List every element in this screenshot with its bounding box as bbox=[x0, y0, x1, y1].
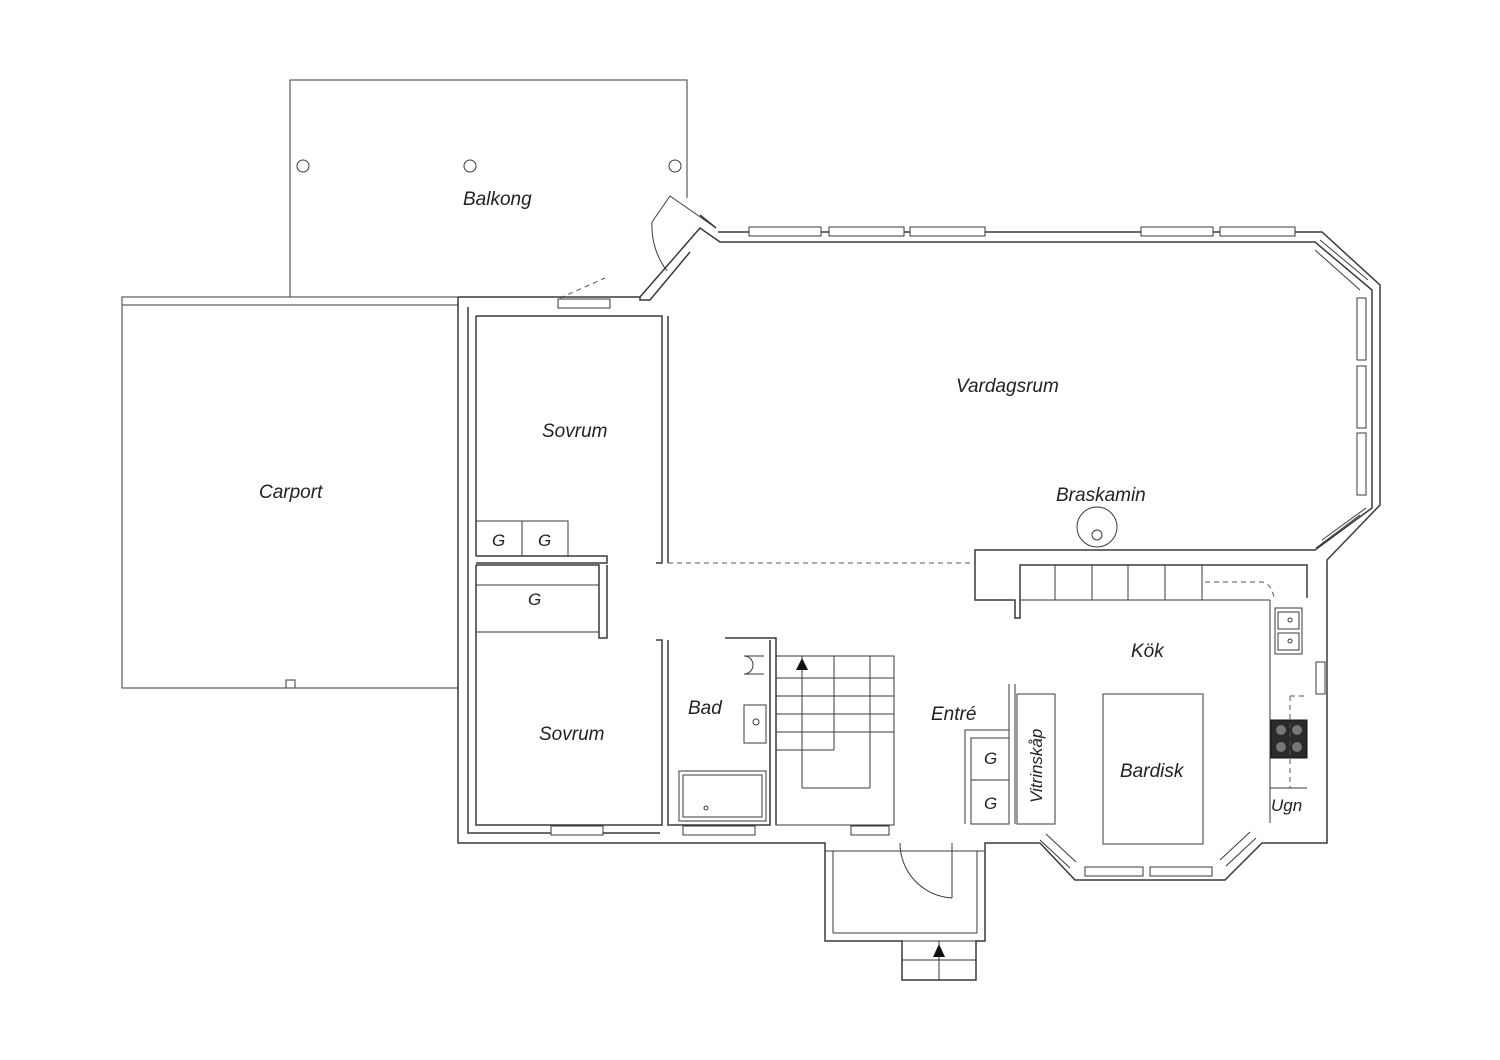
label-closet-3: G bbox=[528, 590, 541, 609]
label-ugn: Ugn bbox=[1271, 796, 1302, 815]
exterior-walls bbox=[457, 214, 1381, 981]
label-braskamin: Braskamin bbox=[1056, 485, 1146, 506]
label-carport: Carport bbox=[259, 482, 323, 503]
bathroom-fixtures bbox=[678, 655, 767, 822]
kitchen-fixtures bbox=[1016, 565, 1308, 845]
label-kok: Kök bbox=[1131, 641, 1165, 662]
balcony bbox=[289, 79, 717, 299]
label-entre: Entré bbox=[931, 704, 976, 725]
label-sovrum-2: Sovrum bbox=[539, 724, 604, 745]
label-bad: Bad bbox=[688, 698, 723, 719]
label-closet-5: G bbox=[984, 794, 997, 813]
windows bbox=[550, 226, 1369, 877]
label-vitrinskap: Vitrinskåp bbox=[1027, 729, 1046, 803]
closets bbox=[475, 520, 1016, 825]
label-closet-2: G bbox=[538, 531, 551, 550]
label-sovrum-1: Sovrum bbox=[542, 421, 607, 442]
entrance bbox=[824, 842, 986, 981]
fireplace bbox=[1076, 506, 1118, 548]
label-balkong: Balkong bbox=[463, 189, 532, 210]
room-labels: Balkong Carport Sovrum Sovrum Vardagsrum… bbox=[259, 189, 1302, 815]
label-vardagsrum: Vardagsrum bbox=[956, 376, 1059, 397]
label-bardisk: Bardisk bbox=[1120, 761, 1185, 782]
staircase bbox=[775, 655, 895, 826]
label-closet-1: G bbox=[492, 531, 505, 550]
label-closet-4: G bbox=[984, 749, 997, 768]
